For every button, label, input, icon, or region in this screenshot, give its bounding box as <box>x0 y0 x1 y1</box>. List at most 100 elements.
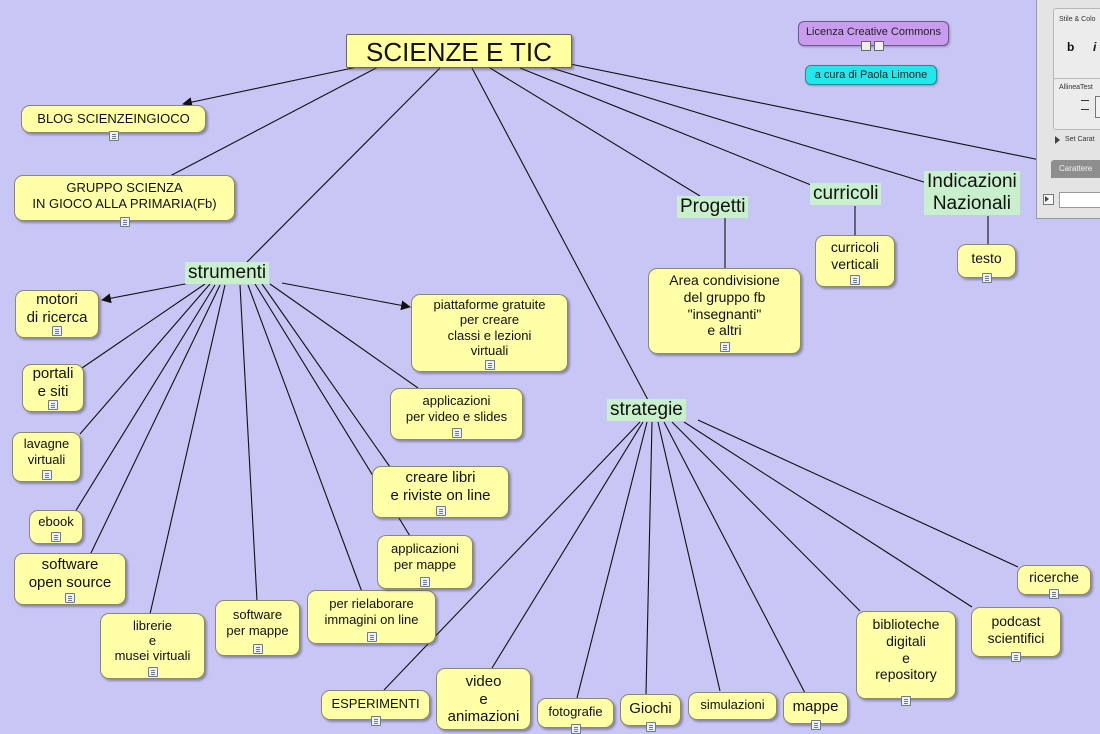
license-text: Licenza Creative Commons <box>805 26 942 38</box>
document-resource-icon[interactable] <box>366 632 377 642</box>
node-blog-text: BLOG SCIENZEINGIOCO <box>37 110 190 126</box>
document-resource-icon[interactable] <box>719 342 730 352</box>
node-app-video-text: applicazioni per video e slides <box>405 393 508 424</box>
node-software-os-text: software open source <box>28 555 112 591</box>
document-resource-icon[interactable] <box>252 644 263 654</box>
node-podcast-text: podcast scientifici <box>987 612 1045 646</box>
node-librerie-musei[interactable]: librerie e musei virtuali <box>100 613 205 679</box>
node-app-mappe-text: applicazioni per mappe <box>391 541 459 572</box>
node-testo[interactable]: testo <box>957 244 1016 283</box>
document-resource-icon[interactable] <box>484 360 495 370</box>
node-piattaforme-text: piattaforme gratuite per creare classi e… <box>433 296 546 358</box>
node-portali-e-siti[interactable]: portali e siti <box>22 364 84 412</box>
node-area-condivisione[interactable]: Area condivisione del gruppo fb "insegna… <box>648 268 801 354</box>
document-resource-icon[interactable] <box>147 667 158 677</box>
document-resource-icon[interactable] <box>1049 589 1059 599</box>
align-group <box>1053 78 1100 130</box>
style-color-label: Stile & Colo <box>1059 16 1096 23</box>
document-resource-icon[interactable] <box>52 326 62 336</box>
node-lavagne-virtuali[interactable]: lavagne virtuali <box>12 432 81 482</box>
document-resource-icon[interactable] <box>108 131 119 141</box>
map-title[interactable]: SCIENZE E TIC <box>346 34 572 68</box>
node-curricoli-verticali[interactable]: curricoli verticali <box>815 235 895 287</box>
node-ricerche-text: ricerche <box>1029 569 1079 586</box>
node-blog[interactable]: BLOG SCIENZEINGIOCO <box>21 105 206 141</box>
node-biblioteche-text: biblioteche digitali e repository <box>872 616 940 683</box>
font-field[interactable] <box>1059 192 1100 208</box>
node-esperimenti[interactable]: ESPERIMENTI <box>321 690 430 726</box>
node-portali-text: portali e siti <box>32 364 74 400</box>
author-text: a cura di Paola Limone <box>814 69 928 81</box>
document-resource-icon[interactable] <box>901 696 911 706</box>
node-giochi[interactable]: Giochi <box>620 694 681 732</box>
document-resource-icon[interactable] <box>981 273 992 283</box>
expand-triangle-icon[interactable] <box>1055 136 1060 144</box>
node-libri-text: creare libri e riviste on line <box>390 468 491 504</box>
node-podcast-scientifici[interactable]: podcast scientifici <box>971 607 1061 662</box>
node-gruppo-scienza[interactable]: GRUPPO SCIENZA IN GIOCO ALLA PRIMARIA(Fb… <box>14 175 235 227</box>
document-resource-icon[interactable] <box>41 470 52 480</box>
label-indicazioni-nazionali[interactable]: Indicazioni Nazionali <box>924 171 1020 215</box>
node-esperimenti-text: ESPERIMENTI <box>331 695 420 711</box>
node-video-text: video e animazioni <box>447 672 520 726</box>
node-applicazioni-video[interactable]: applicazioni per video e slides <box>390 388 523 440</box>
bold-button[interactable]: b <box>1067 40 1075 54</box>
document-resource-icon[interactable] <box>65 593 75 603</box>
node-gruppo-scienza-text: GRUPPO SCIENZA IN GIOCO ALLA PRIMARIA(Fb… <box>32 180 217 211</box>
label-curricoli[interactable]: curricoli <box>810 183 882 205</box>
node-testo-text: testo <box>971 250 1002 267</box>
node-ebook[interactable]: ebook <box>29 510 83 544</box>
node-mappe[interactable]: mappe <box>783 692 848 730</box>
node-rielaborare-immagini[interactable]: per rielaborare immagini on line <box>307 590 436 644</box>
node-rielaborare-text: per rielaborare immagini on line <box>324 596 419 627</box>
image-resource-icon[interactable] <box>861 41 871 51</box>
document-resource-icon[interactable] <box>1011 652 1021 662</box>
document-resource-icon[interactable] <box>370 716 381 726</box>
author-badge[interactable]: a cura di Paola Limone <box>805 65 937 85</box>
document-resource-icon[interactable] <box>850 275 860 285</box>
font-tab-label: Carattere <box>1059 164 1093 173</box>
node-motori-text: motori di ricerca <box>26 290 88 326</box>
document-resource-icon[interactable] <box>420 577 430 587</box>
node-creare-libri[interactable]: creare libri e riviste on line <box>372 466 509 518</box>
label-strumenti[interactable]: strumenti <box>185 262 270 284</box>
document-resource-icon[interactable] <box>119 217 130 227</box>
align-left-icon[interactable] <box>1081 100 1089 110</box>
document-resource-icon[interactable] <box>874 41 884 51</box>
node-applicazioni-mappe[interactable]: applicazioni per mappe <box>377 535 473 589</box>
document-resource-icon[interactable] <box>435 506 446 516</box>
style-color-group <box>1053 8 1100 82</box>
document-resource-icon[interactable] <box>451 428 462 438</box>
node-fotografie[interactable]: fotografie <box>537 698 614 734</box>
node-simulazioni-text: simulazioni <box>700 696 765 712</box>
node-software-open-source[interactable]: software open source <box>14 553 126 605</box>
node-area-text: Area condivisione del gruppo fb "insegna… <box>669 272 780 339</box>
node-lavagne-text: lavagne virtuali <box>23 436 70 467</box>
font-tab[interactable]: Carattere <box>1051 160 1100 178</box>
label-progetti[interactable]: Progetti <box>677 196 749 218</box>
node-simulazioni[interactable]: simulazioni <box>688 692 777 720</box>
style-side-panel: Stile & Colo b i AllineaTest Set Carat C… <box>1036 0 1100 219</box>
node-ebook-text: ebook <box>38 513 74 529</box>
node-fotografie-text: fotografie <box>548 703 603 719</box>
document-resource-icon[interactable] <box>645 722 656 732</box>
license-badge[interactable]: Licenza Creative Commons <box>798 21 949 51</box>
document-resource-icon[interactable] <box>51 532 61 542</box>
label-strategie[interactable]: strategie <box>607 399 686 421</box>
node-piattaforme-gratuite[interactable]: piattaforme gratuite per creare classi e… <box>411 294 568 372</box>
italic-button[interactable]: i <box>1093 40 1097 54</box>
document-resource-icon[interactable] <box>48 400 58 410</box>
node-ricerche[interactable]: ricerche <box>1017 565 1091 599</box>
node-mappe-text: mappe <box>792 697 839 715</box>
align-label: AllineaTest <box>1059 84 1093 91</box>
play-icon[interactable] <box>1045 196 1049 202</box>
node-video-animazioni[interactable]: video e animazioni <box>436 668 531 730</box>
node-motori-di-ricerca[interactable]: motori di ricerca <box>15 290 99 338</box>
node-software-per-mappe[interactable]: software per mappe <box>215 600 300 656</box>
align-box[interactable] <box>1095 96 1100 118</box>
node-giochi-text: Giochi <box>629 699 672 717</box>
set-label[interactable]: Set Carat <box>1065 136 1095 143</box>
document-resource-icon[interactable] <box>810 720 821 730</box>
node-biblioteche-digitali[interactable]: biblioteche digitali e repository <box>856 611 956 706</box>
